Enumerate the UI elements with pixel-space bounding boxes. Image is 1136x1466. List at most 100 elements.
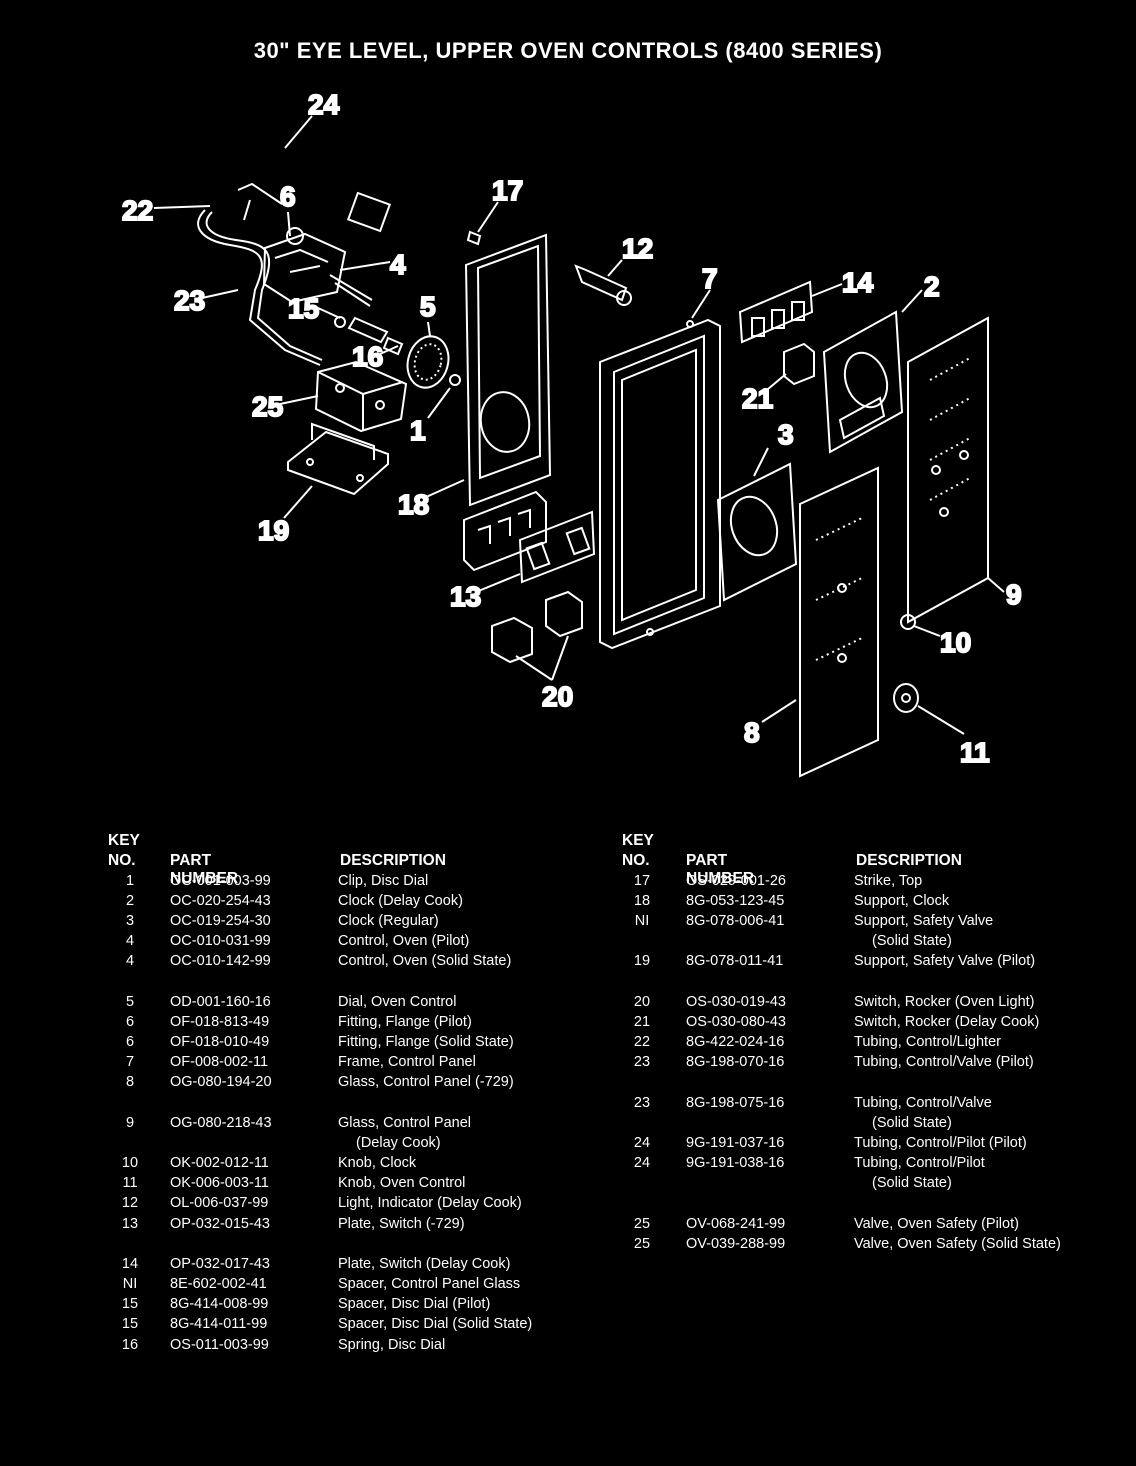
oven-control-part — [237, 182, 392, 307]
part-number: 8G-078-011-41 — [686, 953, 784, 969]
key-number: 1 — [125, 873, 135, 889]
part-description: Valve, Oven Safety (Pilot) — [854, 1216, 1019, 1232]
part-description: Control, Oven (Solid State) — [338, 953, 512, 969]
key-number: 17 — [633, 873, 651, 889]
key-number: 22 — [633, 1034, 651, 1050]
callout-2: 2 — [924, 271, 940, 302]
callout-25: 25 — [252, 391, 283, 422]
part-number: 8E-602-002-41 — [170, 1276, 267, 1292]
part-description: Frame, Control Panel — [338, 1054, 476, 1070]
callout-14: 14 — [842, 267, 874, 298]
part-number: OF-018-813-49 — [170, 1014, 270, 1030]
part-number: OS-030-080-43 — [686, 1014, 786, 1030]
part-number: OC-010-142-99 — [170, 953, 271, 969]
callout-18: 18 — [398, 489, 429, 520]
callout-10: 10 — [940, 627, 971, 658]
part-number: OF-018-010-49 — [170, 1034, 270, 1050]
key-number: NI — [634, 913, 650, 929]
oven-control-knob-part — [893, 683, 919, 713]
description-header: DESCRIPTION — [340, 852, 446, 869]
part-description: Support, Clock — [854, 893, 950, 909]
callout-22: 22 — [122, 195, 153, 226]
part-number: OD-001-160-16 — [170, 994, 271, 1010]
callout-13: 13 — [450, 581, 481, 612]
part-number: 8G-053-123-45 — [686, 893, 785, 909]
key-number: 19 — [633, 953, 651, 969]
clock-support-part — [463, 233, 552, 572]
key-number: 25 — [633, 1236, 651, 1252]
part-description: Tubing, Control/Lighter — [854, 1034, 1001, 1050]
part-description: Support, Safety Valve (Pilot) — [854, 953, 1036, 969]
part-number: 8G-078-006-41 — [686, 913, 785, 929]
key-number: 3 — [125, 913, 135, 929]
part-description: Tubing, Control/Pilot — [854, 1155, 985, 1171]
callout-20: 20 — [542, 681, 573, 712]
callout-1: 1 — [410, 415, 426, 446]
part-number: OG-080-194-20 — [170, 1074, 272, 1090]
part-number: 8G-414-011-99 — [170, 1316, 268, 1332]
part-description: (Solid State) — [872, 1115, 952, 1131]
part-number: OL-006-037-99 — [170, 1195, 269, 1211]
key-number: 24 — [633, 1135, 651, 1151]
delay-clock-part — [822, 310, 904, 454]
part-number: OS-029-001-26 — [686, 873, 786, 889]
description-header: DESCRIPTION — [856, 852, 962, 869]
key-number: 11 — [122, 1175, 138, 1191]
clock-knob-part — [900, 614, 916, 630]
callout-21: 21 — [742, 383, 773, 414]
part-description: Control, Oven (Pilot) — [338, 933, 470, 949]
valve-support-part — [287, 422, 389, 496]
part-description: Knob, Clock — [338, 1155, 417, 1171]
key-number: 2 — [125, 893, 135, 909]
callout-23: 23 — [174, 285, 205, 316]
key-number: 8 — [125, 1074, 135, 1090]
part-number: OV-068-241-99 — [686, 1216, 786, 1232]
part-number: OC-001-003-99 — [170, 873, 271, 889]
glass-panel-part — [907, 316, 989, 624]
part-number: 8G-422-024-16 — [686, 1034, 785, 1050]
part-description: Glass, Control Panel (-729) — [338, 1074, 514, 1090]
part-description: Knob, Oven Control — [338, 1175, 466, 1191]
callout-17: 17 — [492, 175, 523, 206]
page-title: 30" EYE LEVEL, UPPER OVEN CONTROLS (8400… — [253, 38, 883, 63]
part-description: Fitting, Flange (Pilot) — [338, 1014, 472, 1030]
part-number: OV-039-288-99 — [686, 1236, 786, 1252]
part-description: Clock (Regular) — [338, 913, 439, 929]
part-number: OP-032-015-43 — [170, 1216, 270, 1232]
part-description: Dial, Oven Control — [338, 994, 457, 1010]
key-number: 7 — [125, 1054, 135, 1070]
exploded-parts-diagram: 24 22 6 17 12 7 14 2 4 23 15 5 16 25 1 2… — [121, 88, 1023, 778]
part-number: 8G-198-075-16 — [686, 1095, 785, 1111]
key-header-line2: NO. — [622, 852, 650, 869]
callout-4: 4 — [390, 249, 406, 280]
strike-part — [466, 230, 482, 246]
part-description: Support, Safety Valve — [854, 913, 994, 929]
control-panel-frame-part — [599, 318, 721, 650]
callout-8: 8 — [744, 717, 760, 748]
part-number: OS-030-019-43 — [686, 994, 786, 1010]
callout-24: 24 — [308, 89, 340, 120]
callout-5: 5 — [420, 291, 436, 322]
key-number: 6 — [125, 1014, 135, 1030]
part-description: Spacer, Disc Dial (Pilot) — [338, 1296, 491, 1312]
callout-15: 15 — [288, 293, 319, 324]
callout-16: 16 — [352, 341, 383, 372]
part-description: Spacer, Disc Dial (Solid State) — [338, 1316, 533, 1332]
part-number: 9G-191-037-16 — [686, 1135, 785, 1151]
part-number: OK-002-012-11 — [170, 1155, 269, 1171]
part-description: (Solid State) — [872, 933, 952, 949]
key-number: 4 — [125, 933, 135, 949]
part-description: (Delay Cook) — [356, 1135, 441, 1151]
glass-panel-part — [799, 466, 879, 778]
callout-19: 19 — [258, 515, 289, 546]
part-description: Light, Indicator (Delay Cook) — [338, 1195, 522, 1211]
key-number: 4 — [125, 953, 135, 969]
part-number: 8G-198-070-16 — [686, 1054, 785, 1070]
part-description: Tubing, Control/Pilot (Pilot) — [854, 1135, 1027, 1151]
key-number: 24 — [633, 1155, 651, 1171]
key-number: 13 — [121, 1216, 139, 1232]
oven-dial-part — [406, 335, 461, 389]
tubing-part — [205, 211, 323, 361]
callout-12: 12 — [622, 233, 653, 264]
part-description: Clock (Delay Cook) — [338, 893, 463, 909]
